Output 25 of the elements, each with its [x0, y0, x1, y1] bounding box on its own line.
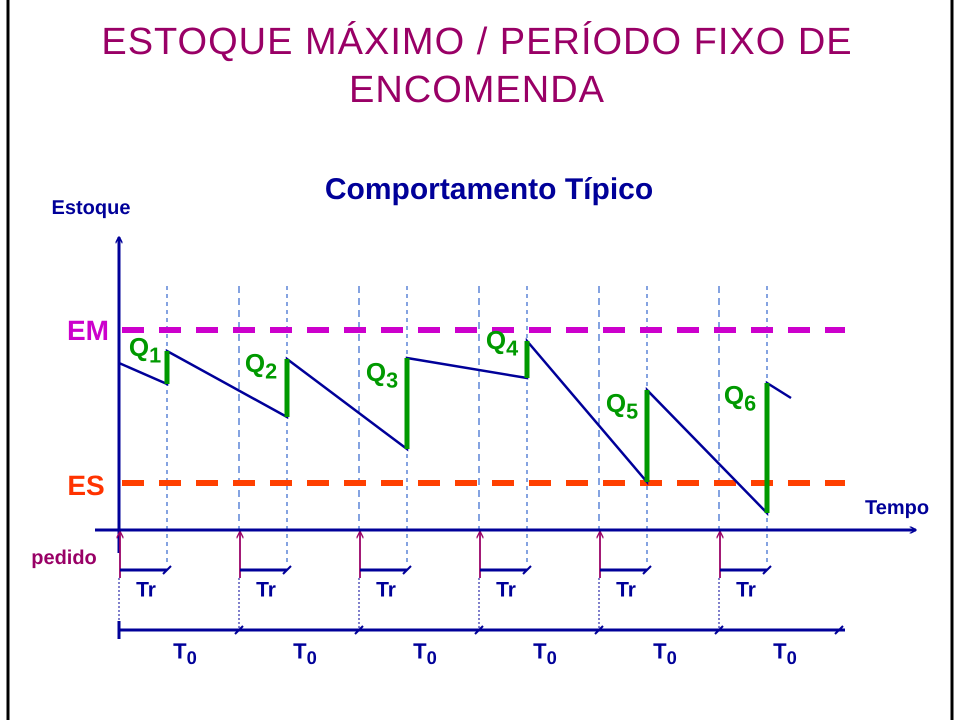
period-label: T$_{0}$ [773, 640, 797, 668]
lead-time-label: Tr [496, 580, 516, 600]
order-label: pedido [31, 548, 97, 568]
order-quantity-label: Q$_{5}$ [606, 390, 638, 422]
level-label: EM [67, 317, 109, 345]
order-quantity-label: Q$_{1}$ [128, 334, 162, 366]
order-quantity-label: Q$_{6}$ [724, 382, 756, 414]
period-label: T$_{0}$ [653, 640, 677, 668]
slide-title: ESTOQUE MÁXIMO / PERÍODO FIXO DE ENCOMENDA [100, 20, 854, 113]
chart-title: Comportamento Típico [324, 175, 654, 205]
lead-time-label: Tr [616, 580, 636, 600]
level-label: ES [67, 472, 105, 500]
order-quantity-label: Q$_{3}$ [366, 359, 398, 391]
lead-time-label: Tr [376, 580, 396, 600]
axis-label: Tempo [864, 498, 930, 518]
period-label: T$_{0}$ [293, 640, 317, 668]
order-quantity-label: Q$_{2}$ [244, 350, 278, 382]
axis-label: Estoque [52, 198, 130, 218]
lead-time-label: Tr [136, 580, 156, 600]
period-label: T$_{0}$ [533, 640, 557, 668]
lead-time-label: Tr [256, 580, 276, 600]
period-label: T$_{0}$ [413, 640, 437, 668]
order-quantity-label: Q$_{4}$ [486, 327, 518, 359]
lead-time-label: Tr [736, 580, 756, 600]
period-label: T$_{0}$ [173, 640, 197, 668]
